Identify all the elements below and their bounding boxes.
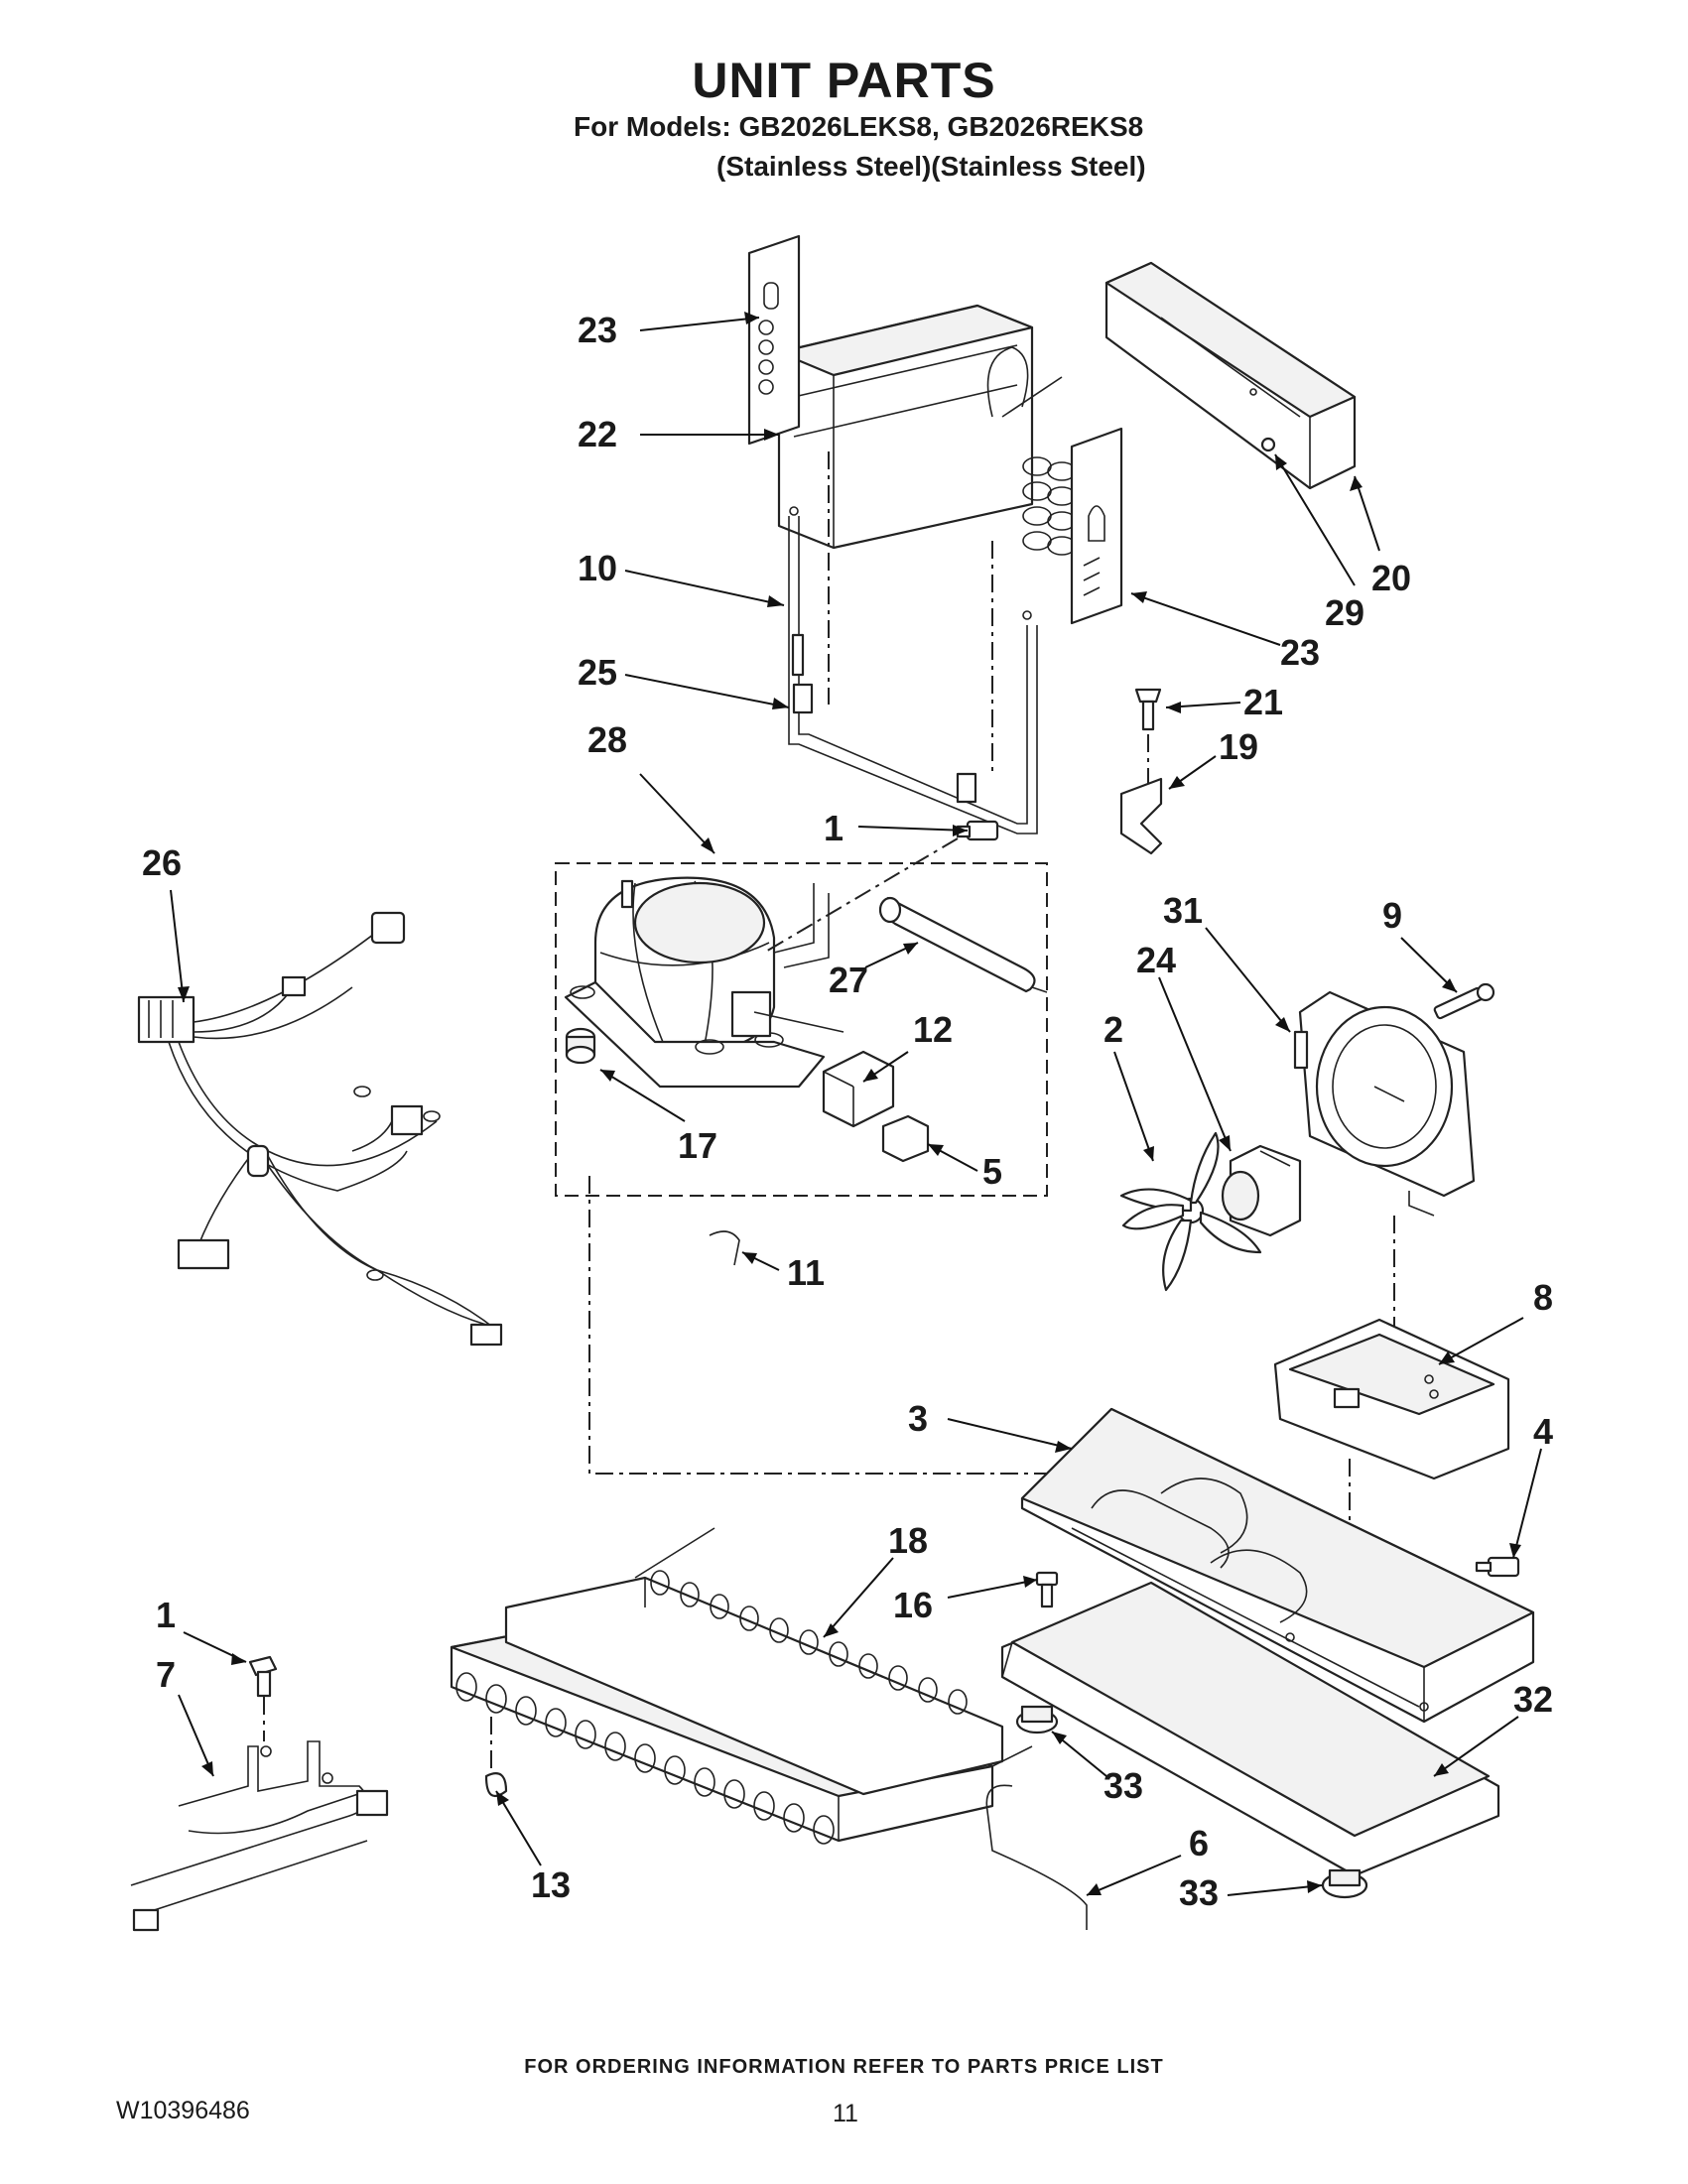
- condenser: [450, 1527, 1033, 1845]
- callout-3: 3: [908, 1398, 928, 1439]
- base-plate: [1020, 1407, 1535, 1724]
- finish-line: (Stainless Steel)(Stainless Steel): [716, 151, 1146, 182]
- callout-13: 13: [531, 1864, 571, 1905]
- callout-8: 8: [1533, 1277, 1553, 1318]
- callout-1-upper: 1: [824, 808, 844, 848]
- compressor: [564, 876, 844, 1089]
- wire-harness: [137, 911, 503, 1347]
- screw-4: [1475, 1556, 1520, 1578]
- callout-23-right: 23: [1280, 632, 1320, 673]
- overload-protector: [881, 1114, 930, 1163]
- mounting-frame: [1273, 1318, 1510, 1480]
- bracket-19: [1119, 777, 1163, 855]
- bottom-sheet: [1000, 1581, 1500, 1877]
- fan-shroud: [1293, 990, 1476, 1217]
- screw-9: [1433, 982, 1495, 1020]
- end-plate-right: [1070, 427, 1123, 625]
- callout-19: 19: [1219, 726, 1258, 767]
- callout-25: 25: [578, 652, 617, 693]
- screw-1-lower: [248, 1655, 278, 1698]
- grommet: [565, 1027, 596, 1065]
- callout-22: 22: [578, 414, 617, 454]
- callout-1-lower: 1: [156, 1595, 176, 1635]
- evaporator-cover: [1104, 261, 1357, 490]
- callout-6: 6: [1189, 1823, 1209, 1863]
- wire-harness-7: [130, 1740, 389, 1932]
- foot-33-lower: [1321, 1868, 1368, 1899]
- callout-18: 18: [888, 1520, 928, 1561]
- callout-10: 10: [578, 548, 617, 588]
- callout-31: 31: [1163, 890, 1203, 931]
- evaporator-coil: [777, 304, 1077, 556]
- drain-tube: [985, 1784, 1088, 1930]
- clip-11: [709, 1230, 740, 1266]
- screw-29: [1260, 437, 1276, 452]
- callout-9: 9: [1382, 895, 1402, 936]
- callout-7: 7: [156, 1654, 176, 1695]
- fan-blade: [1119, 1131, 1262, 1292]
- compressor-assembly-box: [555, 862, 1048, 1197]
- callout-20: 20: [1371, 558, 1411, 598]
- screw-21: [1134, 688, 1162, 731]
- callout-27: 27: [829, 960, 868, 1000]
- callout-17: 17: [678, 1125, 717, 1166]
- callout-16: 16: [893, 1585, 933, 1625]
- models-line: For Models: GB2026LEKS8, GB2026REKS8: [574, 111, 1144, 142]
- callout-11: 11: [787, 1252, 825, 1293]
- callout-5: 5: [982, 1151, 1002, 1192]
- page-title: UNIT PARTS: [692, 53, 996, 108]
- callout-12: 12: [913, 1009, 953, 1050]
- callout-29: 29: [1325, 592, 1364, 633]
- ordering-note: FOR ORDERING INFORMATION REFER TO PARTS …: [524, 2056, 1164, 2078]
- page-number: 11: [833, 2100, 858, 2127]
- callout-33-upper: 33: [1104, 1765, 1143, 1806]
- callout-23: 23: [578, 310, 617, 350]
- callout-21: 21: [1243, 682, 1283, 722]
- callout-28: 28: [587, 719, 627, 760]
- callout-labels: 23 22 10 25 28 20 29 23 21 19 1 26 27 12…: [142, 310, 1553, 1913]
- callout-33-lower: 33: [1179, 1872, 1219, 1913]
- screw-16: [1035, 1571, 1059, 1608]
- defrost-heater: [788, 506, 1038, 835]
- callout-24: 24: [1136, 940, 1176, 980]
- leader-arrowheads: [178, 312, 1521, 1895]
- callout-2: 2: [1104, 1009, 1123, 1050]
- thermostat-wire: [791, 633, 805, 677]
- filter-drier: [878, 896, 1048, 993]
- foot-33-upper: [1015, 1705, 1059, 1734]
- callout-26: 26: [142, 842, 182, 883]
- document-number: W10396486: [116, 2097, 250, 2124]
- start-relay: [822, 1050, 895, 1128]
- end-plate-left: [747, 234, 801, 446]
- callout-32: 32: [1513, 1679, 1553, 1720]
- fan-motor: [1221, 1144, 1302, 1237]
- callout-4: 4: [1533, 1411, 1553, 1452]
- clip-13: [484, 1772, 508, 1798]
